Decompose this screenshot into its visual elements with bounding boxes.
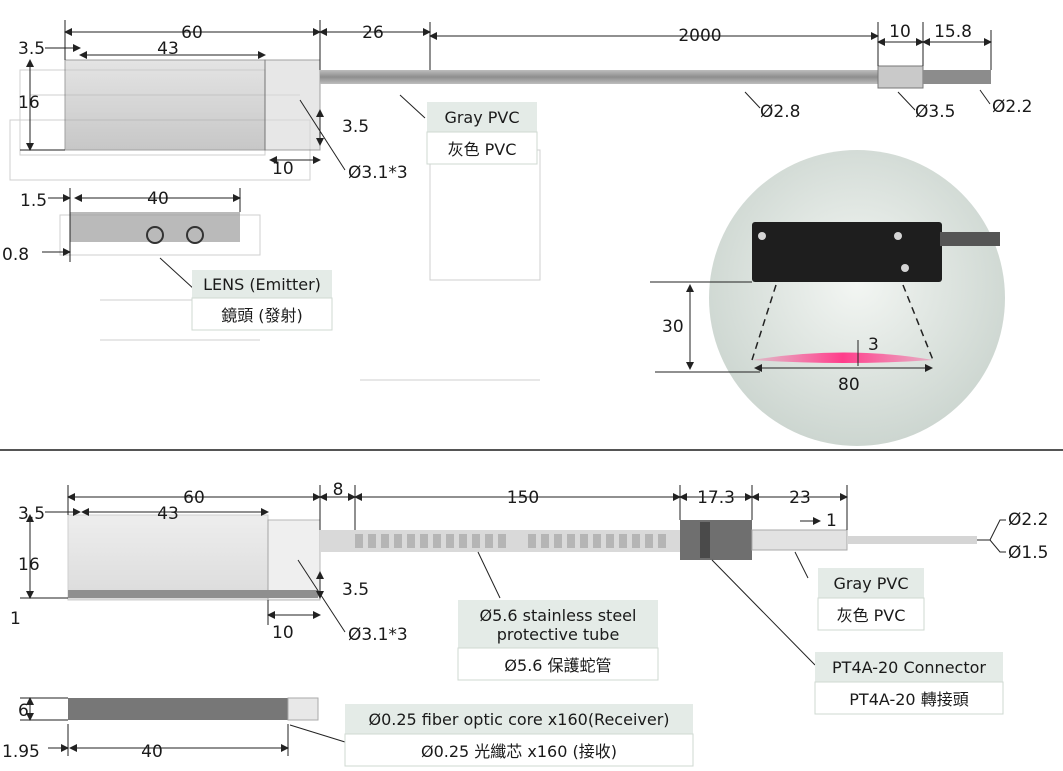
dim-1-5: 1.5 <box>20 191 47 211</box>
photo-dim-30: 30 <box>662 317 684 337</box>
photo-cable <box>940 232 1000 246</box>
dim-0-8: 0.8 <box>2 245 29 265</box>
dim-10: 10 <box>889 22 911 42</box>
label-gray-pvc-bottom: Gray PVC 灰色 PVC <box>817 568 925 631</box>
bottom-receiver-drawing: 60 8 150 17.3 23 1 3.5 43 16 1 3.5 10 Ø3… <box>2 480 1048 767</box>
dim-3-5: 3.5 <box>18 39 45 59</box>
sensor-photo-body <box>752 222 942 282</box>
connector-band <box>700 522 710 558</box>
fiber-en: Ø0.25 fiber optic core x160(Receiver) <box>368 710 669 729</box>
gray-pvc-en: Gray PVC <box>444 108 519 127</box>
label-steel-tube: Ø5.6 stainless steel protective tube Ø5.… <box>457 600 659 681</box>
photo-dim-3: 3 <box>868 335 879 355</box>
connector-block <box>680 520 752 560</box>
top-dimension-lines <box>20 20 992 291</box>
dim-8: 8 <box>333 480 344 500</box>
label-gray-pvc-top: Gray PVC 灰色 PVC <box>426 102 538 165</box>
dim-phi-3-5: Ø3.5 <box>915 102 955 122</box>
connector-en: PT4A-20 Connector <box>832 658 986 677</box>
dim-1-left: 1 <box>10 609 21 629</box>
dim-40-b: 40 <box>141 742 163 762</box>
dim-16-b: 16 <box>18 555 40 575</box>
tube-en-2: protective tube <box>497 625 620 644</box>
dim-150: 150 <box>507 488 539 508</box>
dim-phi-2-2-b: Ø2.2 <box>1008 510 1048 530</box>
photo-hole <box>894 232 902 240</box>
label-fiber-core: Ø0.25 fiber optic core x160(Receiver) Ø0… <box>344 704 694 767</box>
lens-zh: 鏡頭 (發射) <box>221 306 303 325</box>
bottom-dimension-lines <box>20 485 1006 756</box>
emitter-body <box>64 59 266 151</box>
mount-hole <box>146 226 164 244</box>
dim-10-c: 10 <box>272 623 294 643</box>
light-beam <box>752 352 933 363</box>
receiver-mount-block <box>267 519 321 601</box>
dim-3-5-b: 3.5 <box>342 117 369 137</box>
gray-pvc-en-b: Gray PVC <box>833 574 908 593</box>
dim-17-3: 17.3 <box>697 488 735 508</box>
emitter-mount-block <box>264 59 321 151</box>
tube-en-1: Ø5.6 stainless steel <box>480 606 637 625</box>
dim-1-95: 1.95 <box>2 742 40 762</box>
dim-hole-3-1: Ø3.1*3 <box>348 163 408 183</box>
fiber-zh: Ø0.25 光纖芯 x160 (接收) <box>421 742 617 761</box>
receiver-fiber-cap <box>287 697 319 721</box>
dim-40: 40 <box>147 189 169 209</box>
dim-43: 43 <box>157 39 179 59</box>
gray-pvc-zh: 灰色 PVC <box>448 140 517 159</box>
top-emitter-drawing: 60 26 2000 10 15.8 3.5 43 16 3.5 10 Ø3.1… <box>2 20 1032 381</box>
sensor-photo-inset: 30 3 80 <box>650 150 1005 446</box>
steel-tube-corrugation <box>355 534 666 548</box>
pvc-tail <box>751 529 848 551</box>
dim-hole-3-1-b: Ø3.1*3 <box>348 625 408 645</box>
photo-hole <box>758 232 766 240</box>
receiver-base-strip <box>68 590 318 598</box>
dim-1: 1 <box>826 511 837 531</box>
emitter-connector <box>877 65 924 89</box>
mount-hole <box>186 226 204 244</box>
label-connector: PT4A-20 Connector PT4A-20 轉接頭 <box>814 652 1004 715</box>
photo-hole <box>901 264 909 272</box>
dim-phi-2-8: Ø2.8 <box>760 102 800 122</box>
photo-dim-80: 80 <box>838 375 860 395</box>
emitter-cable-tail <box>923 70 991 84</box>
dim-16: 16 <box>18 93 40 113</box>
label-lens-emitter: LENS (Emitter) 鏡頭 (發射) <box>191 270 333 331</box>
dim-10-b: 10 <box>272 159 294 179</box>
dim-2000: 2000 <box>678 26 721 46</box>
dim-phi-2-2: Ø2.2 <box>992 97 1032 117</box>
receiver-body <box>67 514 269 601</box>
receiver-fiber-strip <box>68 698 288 720</box>
dim-23: 23 <box>789 488 811 508</box>
dim-43-b: 43 <box>157 504 179 524</box>
dim-6: 6 <box>18 701 29 721</box>
dim-3-5-d: 3.5 <box>342 580 369 600</box>
dim-60: 60 <box>181 23 203 43</box>
dim-3-5-c: 3.5 <box>18 504 45 524</box>
dim-phi-1-5: Ø1.5 <box>1008 543 1048 563</box>
dim-60-b: 60 <box>183 488 205 508</box>
dim-26: 26 <box>362 23 384 43</box>
connector-zh: PT4A-20 轉接頭 <box>849 690 968 709</box>
fiber-end <box>847 536 977 544</box>
emitter-cable <box>320 70 880 84</box>
dim-15-8: 15.8 <box>934 22 972 42</box>
tube-zh: Ø5.6 保護蛇管 <box>504 656 611 675</box>
lens-en: LENS (Emitter) <box>203 275 321 294</box>
gray-pvc-zh-b: 灰色 PVC <box>837 606 906 625</box>
